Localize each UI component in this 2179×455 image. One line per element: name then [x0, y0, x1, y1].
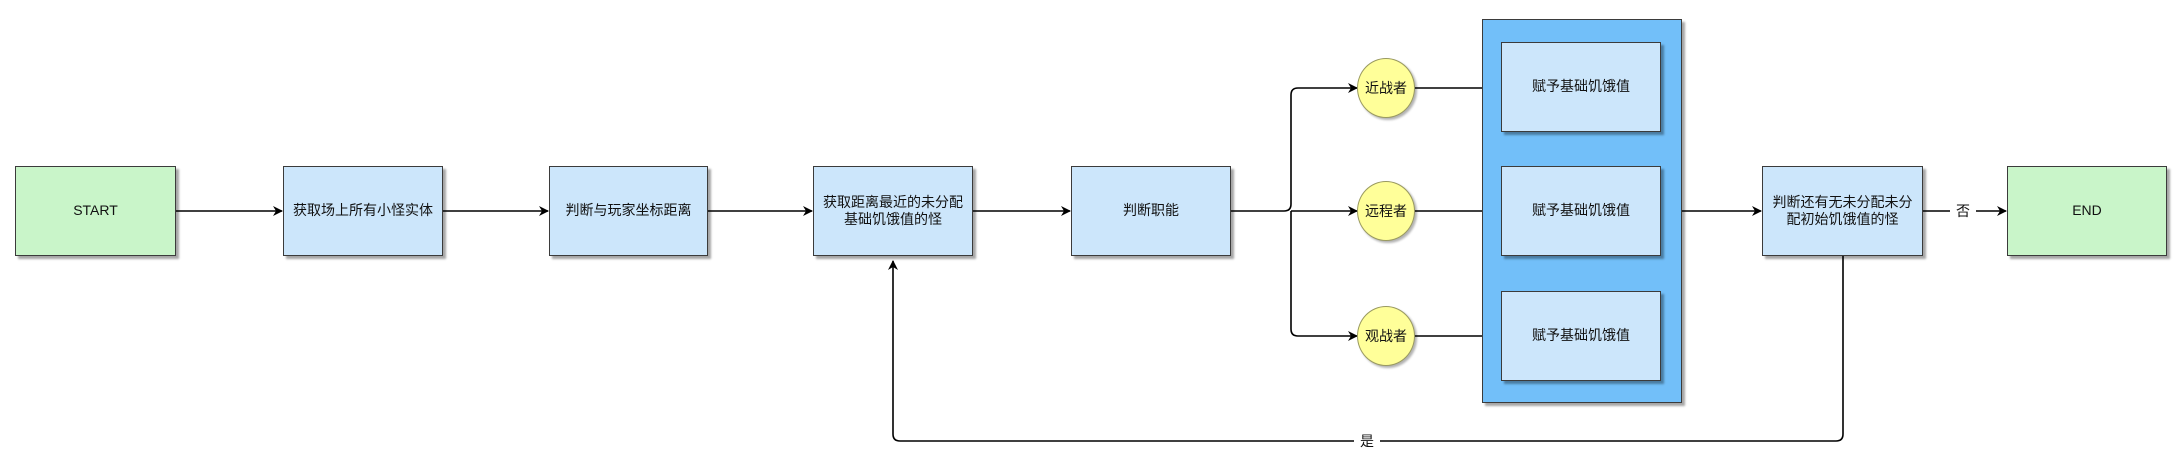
end-node: END [2007, 166, 2167, 256]
judge-role-node: 判断职能 [1071, 166, 1231, 256]
assign-node-1: 赋予基础饥饿值 [1501, 42, 1661, 132]
assign-node-2: 赋予基础饥饿值 [1501, 166, 1661, 256]
ranged-node: 远程者 [1357, 181, 1415, 241]
no-label: 否 [1950, 202, 1976, 220]
edge-role-branch [1231, 83, 1358, 212]
spectator-node: 观战者 [1357, 306, 1415, 366]
edge-role-to-spectator [1290, 211, 1358, 341]
yes-label: 是 [1354, 432, 1380, 450]
start-node: START [15, 166, 176, 256]
assign-node-3: 赋予基础饥饿值 [1501, 291, 1661, 381]
check-remaining-node: 判断还有无未分配未分配初始饥饿值的怪 [1762, 166, 1923, 256]
melee-node: 近战者 [1357, 58, 1415, 118]
judge-distance-node: 判断与玩家坐标距离 [549, 166, 708, 256]
get-entities-node: 获取场上所有小怪实体 [283, 166, 443, 256]
get-nearest-node: 获取距离最近的未分配基础饥饿值的怪 [813, 166, 973, 256]
